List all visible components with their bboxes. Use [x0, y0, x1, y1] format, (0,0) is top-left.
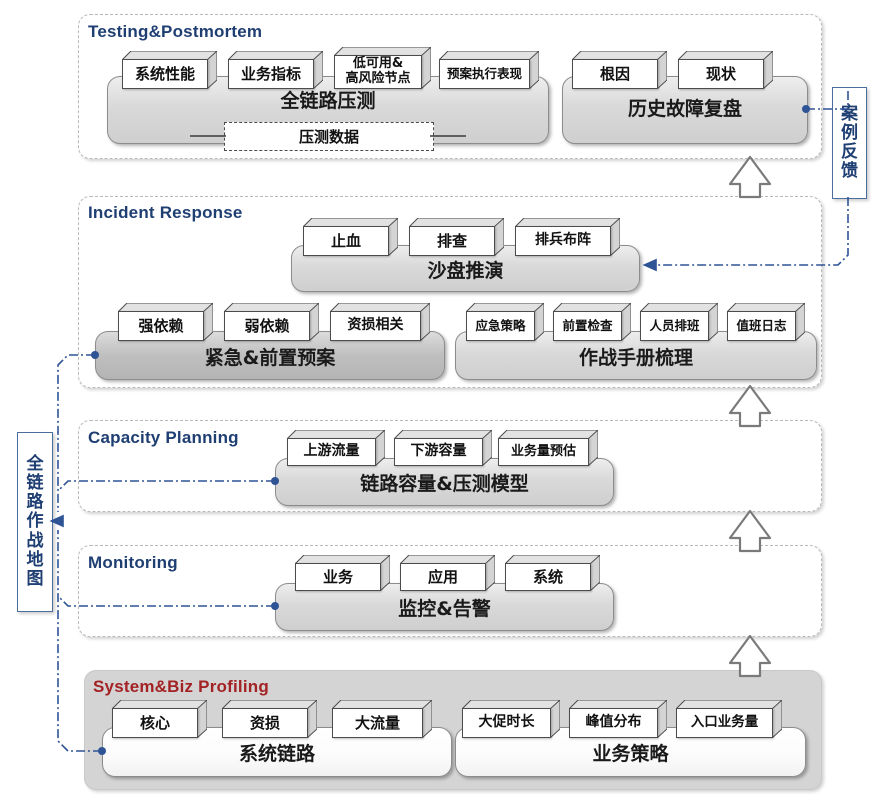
chip-daliuliang[interactable]: 大流量: [332, 700, 432, 738]
bar-label-emergency-plan: 紧急&前置预案: [204, 347, 336, 369]
chip-label: 排查: [409, 226, 495, 256]
chip-label: 入口业务量: [676, 708, 773, 738]
chip-label: 系统: [505, 563, 591, 591]
bar-label-capacity-model: 链路容量&压测模型: [360, 473, 529, 495]
bar-label-sandtable: 沙盘推演: [427, 260, 504, 282]
vlabel-char: 全: [26, 454, 44, 475]
vlabel-char: 馈: [841, 161, 858, 182]
bar-monitor-alert[interactable]: 监控&告警: [275, 583, 614, 631]
chip-rukouyewuliang[interactable]: 入口业务量: [676, 700, 782, 738]
vlabel-char: 图: [26, 568, 44, 589]
bar-label-system-link: 系统链路: [238, 743, 315, 765]
chip-yewu[interactable]: 业务: [295, 555, 390, 591]
bar-label-biz-strategy: 业务策略: [592, 743, 669, 765]
chip-xiayourongliang[interactable]: 下游容量: [394, 430, 492, 466]
chip-zisun[interactable]: 资损: [222, 700, 317, 738]
chip-label: 资损: [222, 708, 308, 738]
bar-capacity-model[interactable]: 链路容量&压测模型: [275, 458, 614, 506]
chip-xitong[interactable]: 系统: [505, 555, 600, 591]
chip-yewuliangyugu[interactable]: 业务量预估: [498, 430, 598, 466]
chip-renyuanpaiban[interactable]: 人员排班: [640, 303, 718, 341]
chip-yewuzhibiao[interactable]: 业务指标: [228, 51, 323, 89]
bar-label-fullink-stress: 全链路压测: [280, 90, 376, 112]
chip-label: 业务: [295, 563, 381, 591]
vlabel-char: 路: [26, 492, 44, 513]
chip-ruoyilai[interactable]: 弱依赖: [224, 303, 319, 341]
chip-yingjicelue[interactable]: 应急策略: [466, 303, 544, 341]
chip-label: 前置检查: [553, 311, 622, 341]
chip-xianzhuang[interactable]: 现状: [678, 51, 773, 89]
chip-zhibanrizhi[interactable]: 值班日志: [727, 303, 805, 341]
chip-label: 系统性能: [122, 59, 208, 89]
chip-label: 应用: [400, 563, 486, 591]
flow-arrow-up-1: [728, 155, 772, 199]
note-stress-data: 压测数据: [224, 122, 434, 151]
bar-label-playbook: 作战手册梳理: [578, 347, 693, 369]
chip-label: 业务量预估: [498, 438, 589, 466]
section-title-capacity: Capacity Planning: [88, 428, 239, 447]
chip-paicha[interactable]: 排查: [409, 218, 504, 256]
bar-label-monitor-alert: 监控&告警: [398, 598, 491, 620]
chip-label: 弱依赖: [224, 311, 310, 341]
chip-label: 上游流量: [287, 438, 376, 466]
vlabel-char: 链: [26, 473, 44, 494]
chip-fengzhifenbu[interactable]: 峰值分布: [569, 700, 667, 738]
chip-label: 业务指标: [228, 59, 314, 89]
chip-label: 人员排班: [640, 311, 709, 341]
chip-yuanzhixingbiaoxian[interactable]: 预案执行表现: [439, 51, 539, 89]
vlabel-char: 反: [841, 142, 858, 162]
vlabel-char: 例: [841, 122, 858, 143]
chip-label: 现状: [678, 59, 764, 89]
label-full-link-battle-map: 全 链 路 作 战 地 图: [17, 432, 53, 612]
vlabel-char: 作: [26, 511, 44, 532]
bar-label-history-review: 历史故障复盘: [627, 98, 742, 120]
chip-zisunxiangguan[interactable]: 资损相关: [330, 303, 430, 341]
vlabel-char: 案: [841, 103, 858, 124]
chip-label: 大促时长: [462, 708, 551, 738]
chip-xitongxingneng[interactable]: 系统性能: [122, 51, 217, 89]
chip-label: 核心: [112, 708, 198, 738]
chip-digaoyongfengxian[interactable]: 低可用& 高风险节点: [334, 47, 431, 89]
chip-label: 大流量: [332, 708, 423, 738]
chip-label: 值班日志: [727, 311, 796, 341]
chip-shangyouliuliang[interactable]: 上游流量: [287, 430, 385, 466]
vlabel-char: 地: [26, 549, 44, 570]
section-title-monitoring: Monitoring: [88, 553, 178, 572]
chip-genyin[interactable]: 根因: [572, 51, 667, 89]
chip-zhixue[interactable]: 止血: [303, 218, 398, 256]
chip-yingyong[interactable]: 应用: [400, 555, 495, 591]
chip-label: 资损相关: [330, 311, 421, 341]
chip-dacuishichang[interactable]: 大促时长: [462, 700, 560, 738]
chip-qiangyilai[interactable]: 强依赖: [118, 303, 213, 341]
chip-label: 低可用& 高风险节点: [334, 55, 422, 89]
chip-label: 根因: [572, 59, 658, 89]
chip-hexin[interactable]: 核心: [112, 700, 207, 738]
section-title-incident: Incident Response: [88, 203, 243, 222]
chip-label: 止血: [303, 226, 389, 256]
label-case-feedback: 案 例 反 馈: [832, 87, 867, 199]
chip-paibingbuzhen[interactable]: 排兵布阵: [515, 218, 620, 256]
chip-label: 排兵布阵: [515, 226, 611, 256]
chip-label: 峰值分布: [569, 708, 658, 738]
chip-label: 应急策略: [466, 311, 535, 341]
chip-label: 强依赖: [118, 311, 204, 341]
vlabel-char: 战: [26, 530, 44, 551]
chip-label: 下游容量: [394, 438, 483, 466]
chip-qianzhijiancha[interactable]: 前置检查: [553, 303, 631, 341]
section-title-testing: Testing&Postmortem: [88, 22, 263, 41]
chip-label: 预案执行表现: [439, 59, 530, 89]
section-title-profiling: System&Biz Profiling: [93, 677, 269, 696]
